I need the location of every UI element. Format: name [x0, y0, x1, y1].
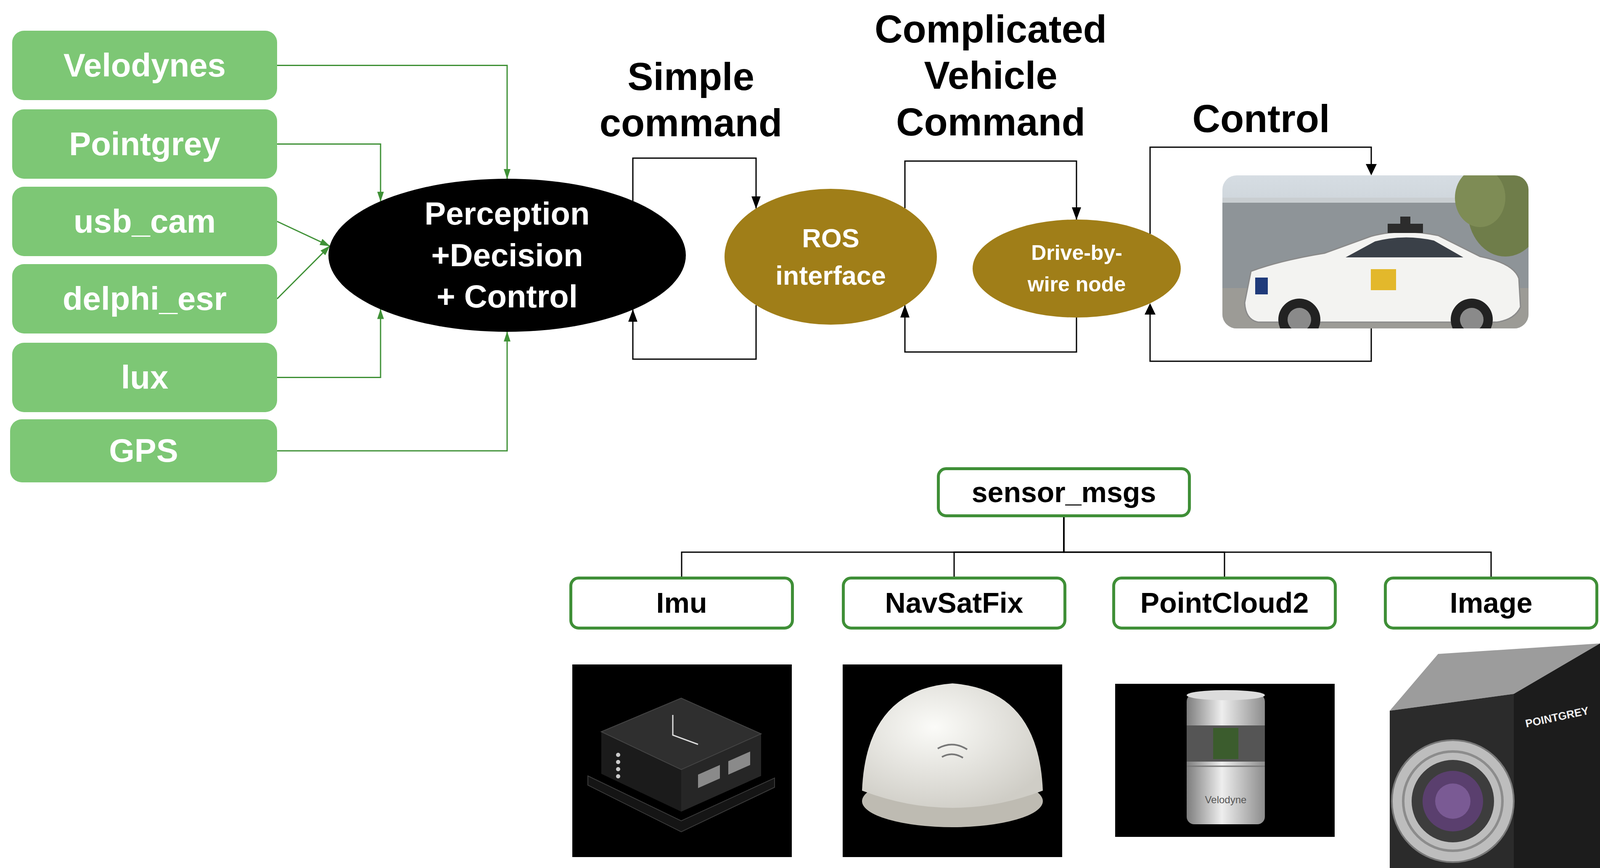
loop-label: Simple command [581, 53, 801, 147]
arrow-connector [277, 144, 381, 202]
node-text: Image [1449, 585, 1533, 621]
interface-ellipse: Drive-by-wire node [972, 219, 1181, 318]
sensor-box: GPS [10, 419, 278, 483]
camera-photo [1389, 643, 1600, 868]
ellipse-fill [328, 178, 686, 332]
arrow-connector [277, 221, 330, 247]
message-type-box: NavSatFix [841, 576, 1067, 630]
brand-logo: Velodyne [1198, 793, 1254, 807]
node-text: ROS interface [763, 219, 899, 294]
ellipse-outline [972, 219, 1181, 318]
arrow-head [1365, 163, 1377, 176]
node-text: PointCloud2 [1140, 585, 1309, 621]
message-type-box: Image [1383, 576, 1599, 630]
sensor-box: delphi_esr [12, 264, 278, 334]
node-text: GPS [108, 431, 179, 471]
interface-ellipse: ROS interface [724, 188, 937, 325]
loop-label: Control [1176, 95, 1346, 142]
node-text: Perception +Decision + Control [420, 193, 594, 318]
tree-line [1063, 517, 1492, 577]
sensor-box: usb_cam [12, 186, 278, 257]
imu-photo [572, 664, 792, 857]
ellipse-outline [724, 188, 937, 325]
tree-line [681, 517, 1064, 577]
tree-line [954, 517, 1064, 577]
node-text: lux [121, 357, 169, 398]
sensor-box: Pointgrey [12, 109, 278, 179]
loop-label: Complicated Vehicle Command [856, 5, 1126, 146]
sensor-box: lux [12, 342, 278, 413]
node-text: Pointgrey [68, 124, 221, 164]
message-type-box: Imu [569, 576, 794, 630]
sensor-box: Velodynes [12, 30, 278, 101]
message-package-box: sensor_msgs [936, 467, 1191, 518]
gps-antenna-photo [842, 664, 1063, 857]
arrow-connector [632, 304, 757, 360]
arrow-connector [277, 331, 508, 451]
node-text: usb_cam [73, 201, 216, 242]
arrow-connector [277, 65, 508, 180]
arrow-connector [277, 245, 330, 299]
arrow-connector [277, 309, 381, 378]
ellipse-fill [972, 219, 1181, 318]
tree-line [1063, 517, 1225, 577]
processing-ellipse: Perception +Decision + Control [328, 178, 686, 332]
node-text: sensor_msgs [971, 475, 1156, 510]
message-type-box: PointCloud2 [1112, 576, 1337, 630]
node-text: Drive-by-wire node [1022, 237, 1132, 301]
lidar-photo [1115, 683, 1335, 837]
arrow-connector [632, 158, 757, 209]
node-text: Velodynes [63, 45, 226, 86]
arrow-connector [904, 161, 1077, 220]
node-text: delphi_esr [62, 279, 227, 319]
brand-logo: POINTGREY [1520, 703, 1594, 732]
ellipse-fill [724, 188, 937, 325]
node-text: Imu [656, 585, 708, 621]
vehicle-photo [1222, 175, 1529, 329]
node-text: NavSatFix [885, 585, 1024, 621]
